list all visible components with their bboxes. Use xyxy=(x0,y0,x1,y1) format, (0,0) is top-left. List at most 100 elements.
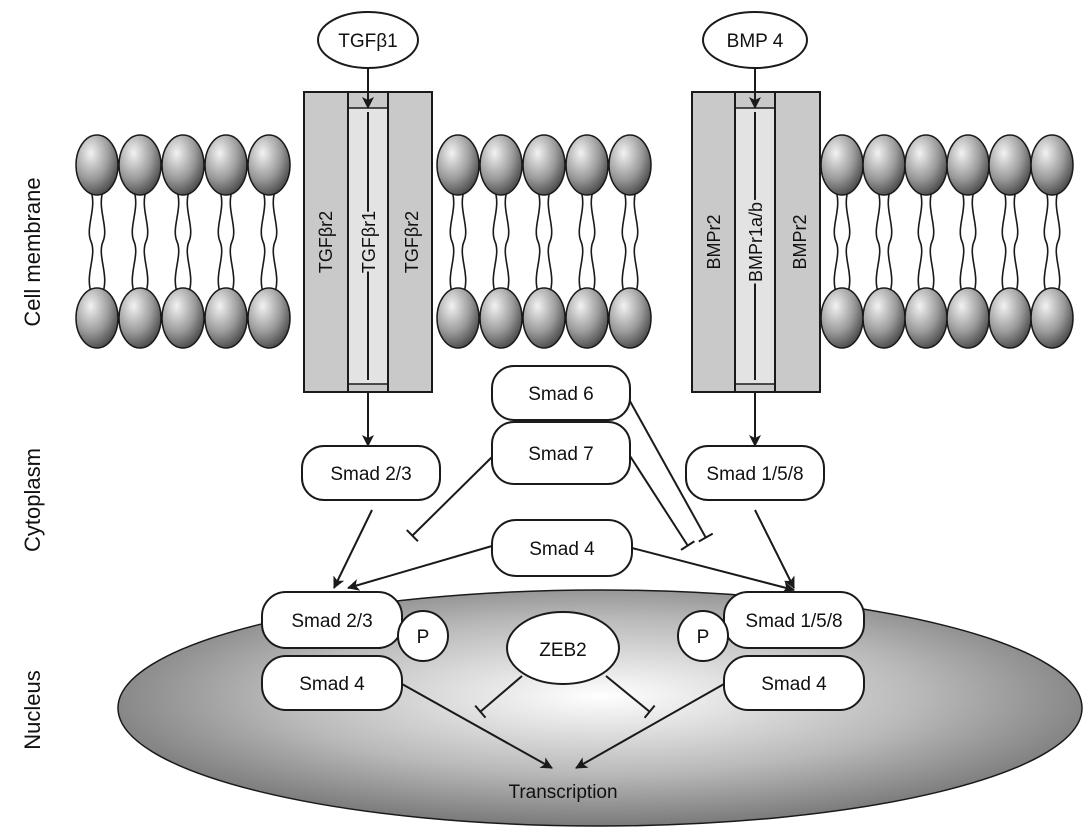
phospho-left xyxy=(397,610,449,662)
tgfbr1-label: TGFβr1 xyxy=(359,211,379,273)
phospho-right-label: P xyxy=(697,627,710,648)
smad4-left-box xyxy=(261,655,403,711)
zeb2-label: ZEB2 xyxy=(539,640,587,661)
smad158-cytoplasm-label: Smad 1/5/8 xyxy=(706,464,803,485)
lipid-head xyxy=(608,287,652,349)
phospho-right xyxy=(677,610,729,662)
lipid-tail xyxy=(621,190,627,293)
lipid-head xyxy=(247,287,291,349)
phospho-left-label: P xyxy=(417,627,430,648)
lipid-head xyxy=(904,287,948,349)
lipid-tail xyxy=(174,190,180,293)
lipid-tail xyxy=(535,190,541,293)
lipid-tail xyxy=(917,190,923,293)
lipid-head xyxy=(161,134,205,196)
lipid-tail xyxy=(272,190,278,293)
lipid-head xyxy=(204,134,248,196)
lipid-head xyxy=(862,287,906,349)
smad23-cytoplasm-label: Smad 2/3 xyxy=(330,464,411,485)
lipid-tail xyxy=(578,190,584,293)
lipid-tail xyxy=(875,190,881,293)
lipid-tail xyxy=(1001,190,1007,293)
smad7-label: Smad 7 xyxy=(528,444,593,465)
smad4-right-box xyxy=(723,655,865,711)
smad6-node: Smad 6 xyxy=(491,365,631,421)
left-nuclear-complex: Smad 2/3 Smad 4 P xyxy=(261,591,449,711)
lipid-head xyxy=(1030,287,1074,349)
smad23-nuclear-label: Smad 2/3 xyxy=(291,611,372,632)
lipid-head xyxy=(75,134,119,196)
lipid-head xyxy=(988,287,1032,349)
lipid-head xyxy=(479,287,523,349)
cytoplasm-label: Cytoplasm xyxy=(20,448,45,552)
lipid-head xyxy=(204,287,248,349)
lipid-tail xyxy=(1013,190,1019,293)
arrow-smad4-to-smad158 xyxy=(631,547,795,594)
lipid-tail xyxy=(633,190,639,293)
cell-membrane-label: Cell membrane xyxy=(20,177,45,326)
lipid-head xyxy=(247,134,291,196)
lipid-tail xyxy=(131,190,137,293)
arrow-right-complex-to-transcription xyxy=(575,683,725,769)
lipid-head xyxy=(436,134,480,196)
lipid-head xyxy=(988,134,1032,196)
lipid-tail xyxy=(229,190,235,293)
smad158-nuclear-label: Smad 1/5/8 xyxy=(745,611,842,632)
smad4-right-label: Smad 4 xyxy=(761,674,827,695)
ligand-tgfb1: TGFβ1 xyxy=(317,11,419,69)
lipid-head xyxy=(75,287,119,349)
bmpr2-right-label: BMPr2 xyxy=(790,214,810,269)
lipid-tail xyxy=(461,190,467,293)
lipid-tail xyxy=(547,190,553,293)
lipid-tail xyxy=(959,190,965,293)
lipid-tail xyxy=(929,190,935,293)
lipid-head xyxy=(820,287,864,349)
smad7-node: Smad 7 xyxy=(491,421,631,485)
inhibit-zeb2-right xyxy=(605,675,656,719)
tgfb1-label: TGFβ1 xyxy=(338,31,398,52)
right-nuclear-complex: Smad 1/5/8 Smad 4 P xyxy=(677,591,865,711)
smad158-nuclear-box xyxy=(723,591,865,649)
bmp-receptor-complex: BMPr2 BMPr1a/b BMPr2 xyxy=(691,91,821,393)
lipid-head xyxy=(161,287,205,349)
ligand-bmp4: BMP 4 xyxy=(702,11,808,69)
arrow-left-complex-to-transcription xyxy=(401,683,553,769)
lipid-head xyxy=(522,134,566,196)
lipid-head xyxy=(946,134,990,196)
lipid-head xyxy=(1030,134,1074,196)
lipid-tail xyxy=(504,190,510,293)
tgfbr2-left-label: TGFβr2 xyxy=(316,211,336,273)
lipid-head xyxy=(862,134,906,196)
smad23-nuclear-box xyxy=(261,591,403,649)
lipid-tail xyxy=(186,190,192,293)
lipid-bilayer xyxy=(75,134,1074,349)
transcription-label: Transcription xyxy=(508,782,617,803)
lipid-tail xyxy=(217,190,223,293)
lipid-tail xyxy=(590,190,596,293)
inhibit-smad7-right xyxy=(629,455,695,551)
lipid-head xyxy=(904,134,948,196)
side-labels: Cell membrane Cytoplasm Nucleus xyxy=(20,177,45,749)
tgfbr2-right-label: TGFβr2 xyxy=(402,211,422,273)
smad23-cytoplasm-node: Smad 2/3 xyxy=(301,445,441,501)
nucleus-label: Nucleus xyxy=(20,670,45,749)
lipid-tail xyxy=(100,190,106,293)
lipid-head xyxy=(608,134,652,196)
arrow-smad4-to-smad23 xyxy=(347,545,493,591)
lipid-head xyxy=(436,287,480,349)
lipid-head xyxy=(565,287,609,349)
inhibit-smad6-right xyxy=(625,393,714,543)
tgf-receptor-complex: TGFβr2 TGFβr1 TGFβr2 xyxy=(303,91,433,393)
lipid-head xyxy=(946,287,990,349)
lipid-tail xyxy=(971,190,977,293)
lipid-head xyxy=(479,134,523,196)
lipid-head xyxy=(118,134,162,196)
lipid-tail xyxy=(88,190,94,293)
inhibit-smad7-left xyxy=(406,455,494,543)
inhibit-zeb2-left xyxy=(474,675,523,719)
lipid-tail xyxy=(143,190,149,293)
lipid-tail xyxy=(1043,190,1049,293)
lipid-tail xyxy=(1055,190,1061,293)
